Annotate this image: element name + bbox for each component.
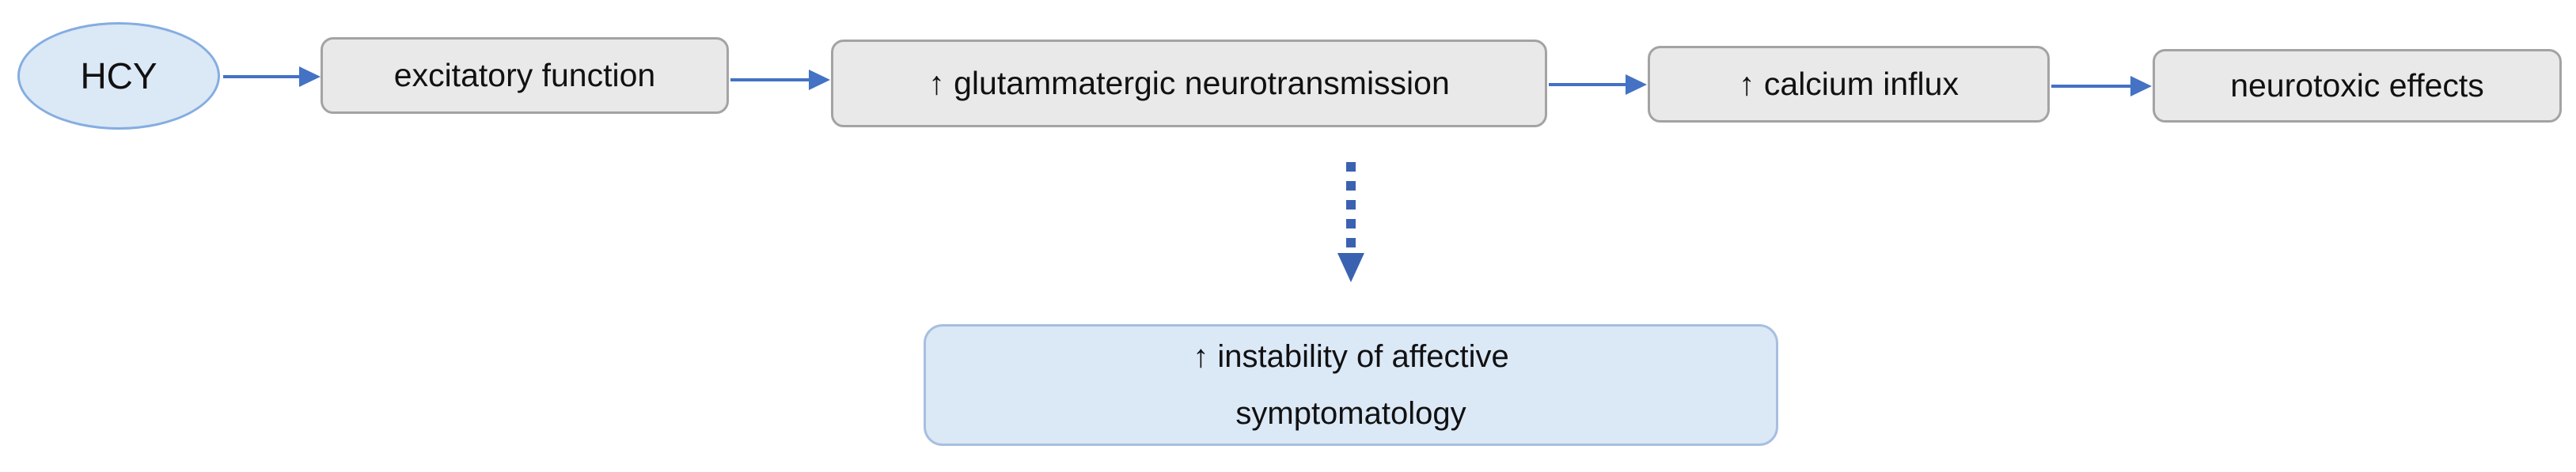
- arrow-head: [2130, 76, 2152, 96]
- node-glutamatergic-neurotransmission: ↑ glutammatergic neurotransmission: [831, 40, 1547, 127]
- node-calcium-influx-label: ↑ calcium influx: [1739, 66, 1959, 102]
- node-instability-label-line1: ↑ instability of affective: [1193, 339, 1509, 374]
- node-neurotoxic-effects-label: neurotoxic effects: [2230, 67, 2484, 104]
- arrow-excitatory-to-glutamatergic: [730, 70, 830, 90]
- node-instability-label: ↑ instability of affective symptomatolog…: [1193, 328, 1508, 442]
- node-calcium-influx: ↑ calcium influx: [1648, 46, 2050, 123]
- arrow-hcy-to-excitatory-function: [223, 66, 321, 87]
- arrow-glutamatergic-to-calcium: [1549, 74, 1647, 95]
- node-instability-label-line2: symptomatology: [1235, 396, 1466, 431]
- arrow-head: [1626, 74, 1647, 95]
- dashed-arrow-glutamatergic-to-instability: [1337, 162, 1364, 282]
- node-hcy-label: HCY: [80, 55, 157, 96]
- arrow-head: [299, 66, 321, 87]
- arrow-head: [809, 70, 830, 90]
- dashed-arrow-head: [1337, 253, 1364, 282]
- node-instability-affective-symptomatology: ↑ instability of affective symptomatolog…: [924, 324, 1778, 446]
- node-hcy: HCY: [17, 22, 220, 130]
- node-neurotoxic-effects: neurotoxic effects: [2153, 49, 2562, 123]
- arrow-calcium-to-neurotoxic: [2051, 76, 2152, 96]
- node-excitatory-function: excitatory function: [321, 37, 729, 114]
- node-glutamatergic-neurotransmission-label: ↑ glutammatergic neurotransmission: [928, 65, 1450, 101]
- node-excitatory-function-label: excitatory function: [393, 57, 656, 93]
